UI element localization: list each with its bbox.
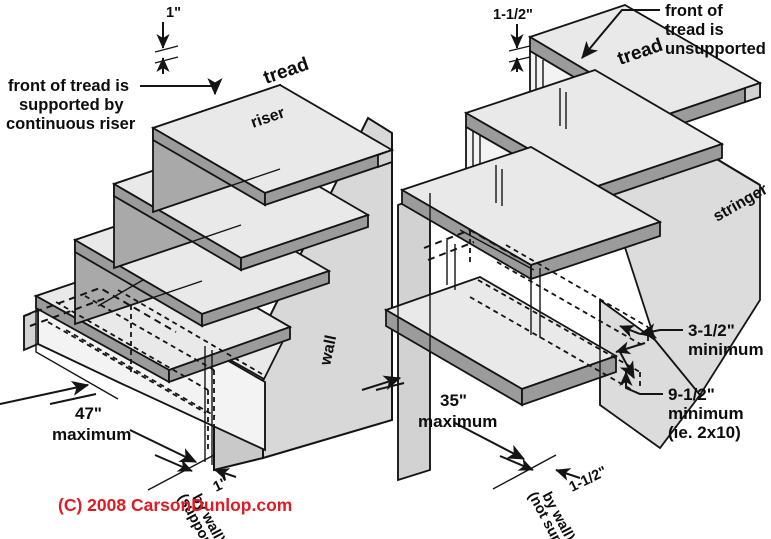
left-width-dimension: 47" maximum [0,380,198,463]
right-depth-value: 9-1/2" [668,385,715,404]
left-callout-line2: supported by [19,96,124,114]
left-tread-1 [150,84,395,207]
right-top-dimension-value: 1-1/2" [493,7,533,23]
right-top-dimension: 1-1/2" [493,7,533,72]
right-notch-dimension: 3-1/2" minimum [615,321,764,359]
right-staircase: front of tread is unsupported 1-1/2" tre… [361,2,771,539]
right-depth-note: (ie. 2x10) [668,423,741,442]
left-wall-label: wall [317,334,340,368]
left-tread-label: tread [261,54,312,89]
right-overhang-dimension: 1-1/2" (not supported by wall) [492,454,610,539]
right-depth-dimension: 9-1/2" minimum (ie. 2x10) [619,351,744,442]
right-notch-qualifier: minimum [688,340,764,359]
right-depth-qualifier: minimum [668,404,744,423]
right-seam-2 [559,88,567,129]
right-wall-edges [397,193,431,480]
left-callout: front of tread is supported by continuou… [6,77,223,133]
left-hidden-stringer-lines [23,279,266,465]
right-notch-value: 3-1/2" [688,321,735,340]
right-width-value: 35" [440,391,467,410]
left-width-qualifier: maximum [52,425,131,444]
copyright-notice: (C) 2008 CarsonDunlop.com [58,495,292,515]
right-callout-line1: front of [665,2,723,20]
right-tread-4 [383,276,619,407]
left-callout-line1: front of tread is [8,77,129,95]
left-overhang-value: 1" [211,475,231,496]
left-top-dimension-value: 1" [166,5,181,21]
left-width-value: 47" [75,404,102,423]
left-top-dimension: 1" [154,5,181,74]
right-seam-3 [495,165,503,206]
right-callout-line3: unsupported [665,40,766,58]
right-width-dimension: 35" maximum [361,375,526,460]
right-width-qualifier: maximum [418,412,497,431]
right-callout: front of tread is unsupported [581,2,766,59]
right-overhang-value: 1-1/2" [567,464,610,496]
left-staircase: front of tread is supported by continuou… [0,5,395,539]
right-tread-3 [399,146,663,281]
left-callout-line3: continuous riser [6,115,136,133]
right-hidden-lines [423,228,656,405]
right-callout-line2: tread is [665,21,724,39]
